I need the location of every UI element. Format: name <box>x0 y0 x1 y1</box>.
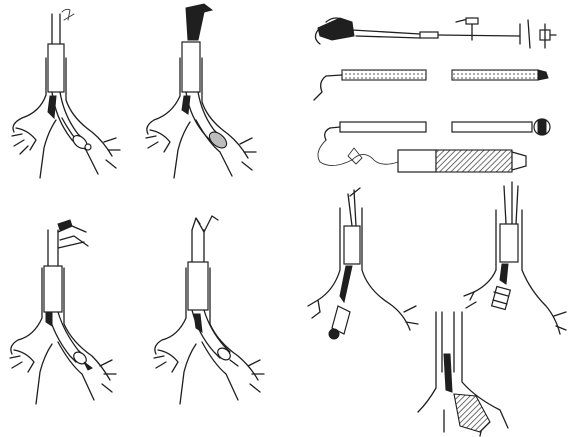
tube-tip <box>85 144 91 150</box>
airway-left-bronchus <box>154 350 178 372</box>
tube-dark-stripe <box>48 96 56 118</box>
tube-dark-stripe <box>182 96 190 114</box>
airway-outline <box>318 208 410 330</box>
sheath-hook <box>314 75 342 100</box>
sheath-left <box>342 70 426 80</box>
tube-cuff-upper <box>500 224 518 262</box>
sleeve-plain <box>398 150 436 172</box>
tube-tip <box>230 360 238 366</box>
airway-branches <box>308 300 418 324</box>
panel-d <box>154 216 264 404</box>
panel-e <box>314 18 556 172</box>
tube-dark-stripe <box>444 354 452 392</box>
tube-cuff-upper <box>188 262 208 310</box>
tube-top <box>504 182 518 224</box>
probe-hook <box>325 127 340 140</box>
airway-left-bronchus <box>10 350 34 372</box>
airway-right-branches <box>104 138 120 168</box>
sheath-right <box>452 70 538 80</box>
sleeve-hatched <box>436 150 512 172</box>
coil-handle <box>318 18 354 40</box>
tube-cuff-upper <box>48 44 64 92</box>
tube-dark-stripe <box>500 264 508 284</box>
tube-tip <box>84 362 92 370</box>
sheath-tip <box>538 70 548 80</box>
placement-left <box>308 188 418 339</box>
panel-b <box>146 4 256 178</box>
panel-f <box>308 182 566 436</box>
tube-tip-dark <box>329 329 339 339</box>
placement-bottom <box>418 312 508 436</box>
wire-knot <box>348 148 362 164</box>
airway-outline-left <box>155 268 186 354</box>
instrument-row-3 <box>325 119 550 140</box>
tube-top-dark <box>58 220 72 230</box>
tube-top <box>348 188 360 226</box>
airway-right-branches <box>240 138 256 170</box>
tube-cuff-upper <box>344 226 360 264</box>
tube-dark-stripe <box>46 312 52 326</box>
tube-pilot-lines <box>62 9 74 20</box>
tube-dark-stripe <box>340 266 352 302</box>
instrument-row-4 <box>318 140 526 172</box>
sleeve-tip <box>512 152 526 170</box>
airway-left-bronchus <box>146 130 170 152</box>
tube-top-dark <box>186 4 212 40</box>
instrument-row-1 <box>315 18 556 48</box>
airway-branches <box>464 292 566 330</box>
placement-right <box>464 182 566 334</box>
probe-ball-cap <box>538 120 546 134</box>
airway-outline-left <box>147 58 180 134</box>
tube-cuff-upper <box>182 42 200 92</box>
catheter-shaft-right <box>438 35 520 36</box>
airway-outline-left <box>11 268 42 354</box>
catheter-connector <box>420 32 438 38</box>
instrument-row-2 <box>314 70 548 100</box>
catheter-shaft <box>352 30 420 38</box>
guide-tag <box>466 18 478 24</box>
tube-dark-stripe <box>194 314 202 332</box>
airway-outline-left <box>13 58 46 132</box>
probe-shaft-left <box>340 122 426 132</box>
panel-a <box>12 9 120 178</box>
tube-v-tips <box>192 216 218 232</box>
airway-inner <box>174 120 232 178</box>
panel-c <box>10 220 116 404</box>
airway-left-bronchus <box>12 128 36 154</box>
tube-hatched-end <box>454 394 490 432</box>
probe-shaft-right <box>452 122 532 132</box>
tube-lower <box>492 287 511 310</box>
tube-cuff-upper <box>44 266 62 312</box>
